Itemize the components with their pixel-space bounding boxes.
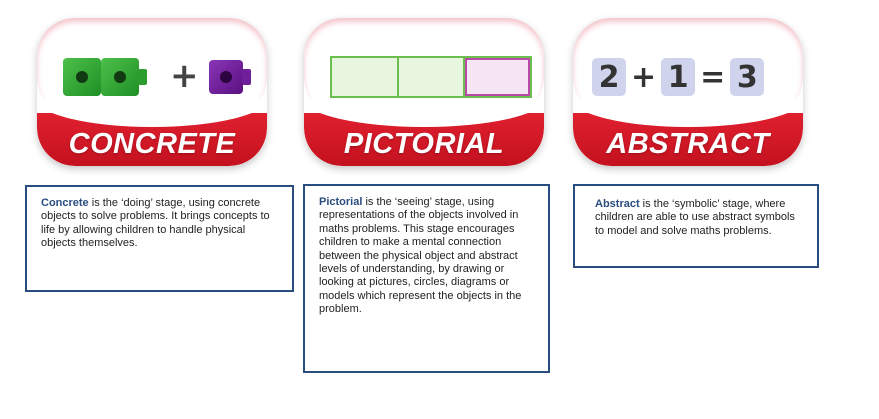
purple-cube-icon [209, 60, 251, 94]
number-tile: 2 [592, 58, 626, 96]
concrete-description: Concrete is the ‘doing’ stage, using con… [25, 185, 294, 292]
concrete-band [37, 99, 267, 166]
equals-sign: = [700, 59, 726, 95]
abstract-card: 2 + 1 = 3 ABSTRACT [573, 18, 803, 166]
plus-sign: + [170, 56, 199, 96]
abstract-band [573, 99, 803, 166]
green-cube-icon [63, 58, 109, 96]
abstract-description-text: is the ‘symbolic’ stage, where children … [595, 198, 795, 237]
bar-segment-purple [465, 58, 531, 96]
pictorial-description: Pictorial is the ‘seeing’ stage, using r… [303, 184, 550, 373]
concrete-term: Concrete [41, 197, 89, 209]
bar-segment-green [398, 58, 466, 96]
number-tile: 3 [730, 58, 765, 96]
abstract-label: ABSTRACT [606, 128, 770, 160]
pictorial-term: Pictorial [319, 196, 363, 208]
pictorial-band [304, 99, 544, 166]
abstract-description: Abstract is the ‘symbolic’ stage, where … [573, 184, 819, 268]
concrete-card: + CONCRETE [37, 18, 267, 166]
pictorial-card: PICTORIAL [304, 18, 544, 166]
pictorial-label: PICTORIAL [343, 128, 505, 160]
concrete-label: CONCRETE [68, 128, 236, 160]
concrete-description-text: is the ‘doing’ stage, using concrete obj… [41, 197, 270, 250]
number-tile: 1 [661, 58, 696, 96]
bar-segment-green [332, 58, 399, 96]
green-cube-icon [101, 58, 147, 96]
equation: 2 + 1 = 3 [592, 58, 765, 96]
bar-model [330, 56, 532, 98]
pictorial-description-text: is the ‘seeing’ stage, using representat… [319, 196, 522, 316]
abstract-term: Abstract [595, 198, 640, 210]
plus-sign: + [631, 59, 657, 95]
